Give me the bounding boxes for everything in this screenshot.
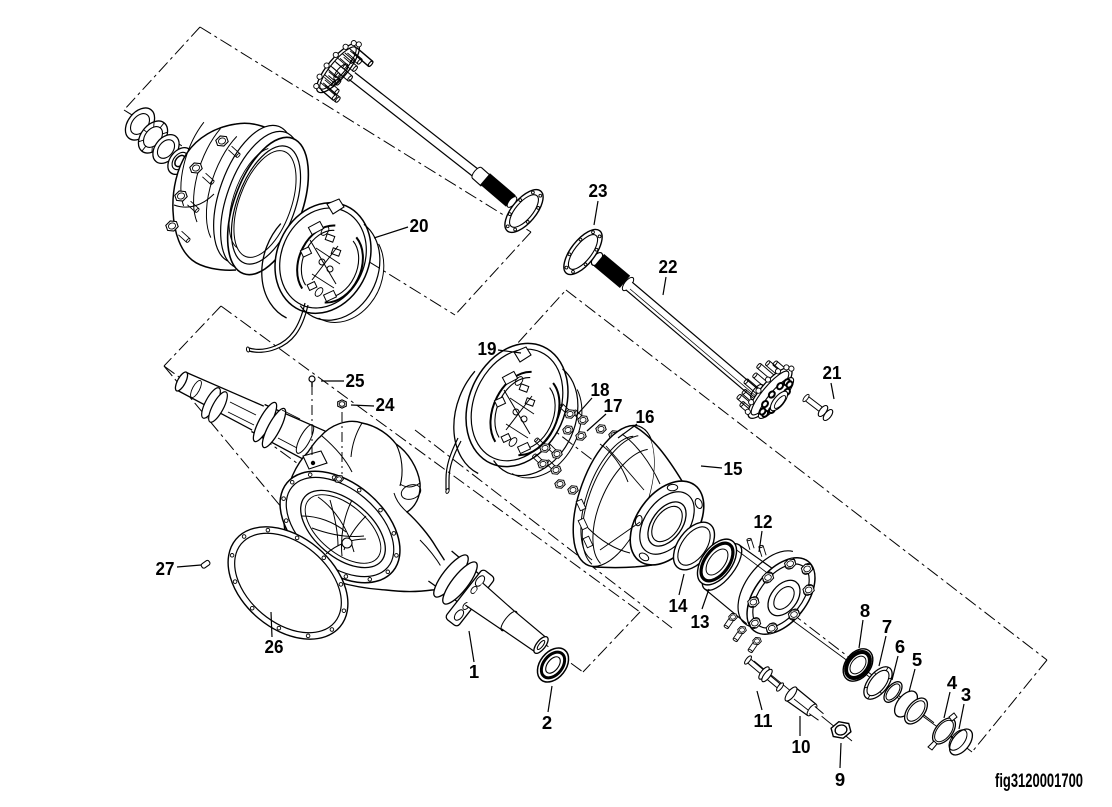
svg-text:12: 12 (754, 511, 773, 532)
svg-text:11: 11 (754, 710, 773, 731)
svg-text:27: 27 (156, 558, 175, 579)
svg-text:9: 9 (835, 769, 845, 790)
svg-text:23: 23 (589, 180, 608, 201)
svg-text:10: 10 (792, 736, 811, 757)
svg-text:16: 16 (636, 406, 655, 427)
svg-text:1: 1 (469, 661, 479, 682)
svg-text:3: 3 (961, 684, 971, 705)
svg-text:4: 4 (947, 672, 958, 693)
svg-text:8: 8 (860, 600, 870, 621)
svg-text:21: 21 (823, 362, 842, 383)
svg-text:5: 5 (912, 649, 922, 670)
svg-text:fig3120001700: fig3120001700 (995, 771, 1083, 792)
svg-text:6: 6 (895, 636, 905, 657)
svg-text:20: 20 (410, 215, 429, 236)
svg-text:24: 24 (376, 394, 396, 415)
svg-text:2: 2 (542, 712, 552, 733)
svg-text:13: 13 (691, 611, 710, 632)
svg-text:25: 25 (346, 370, 365, 391)
svg-text:26: 26 (265, 636, 284, 657)
svg-text:19: 19 (478, 338, 497, 359)
svg-text:18: 18 (591, 379, 610, 400)
svg-text:22: 22 (659, 256, 678, 277)
svg-text:14: 14 (669, 595, 689, 616)
svg-text:7: 7 (882, 616, 892, 637)
svg-text:15: 15 (724, 458, 743, 479)
